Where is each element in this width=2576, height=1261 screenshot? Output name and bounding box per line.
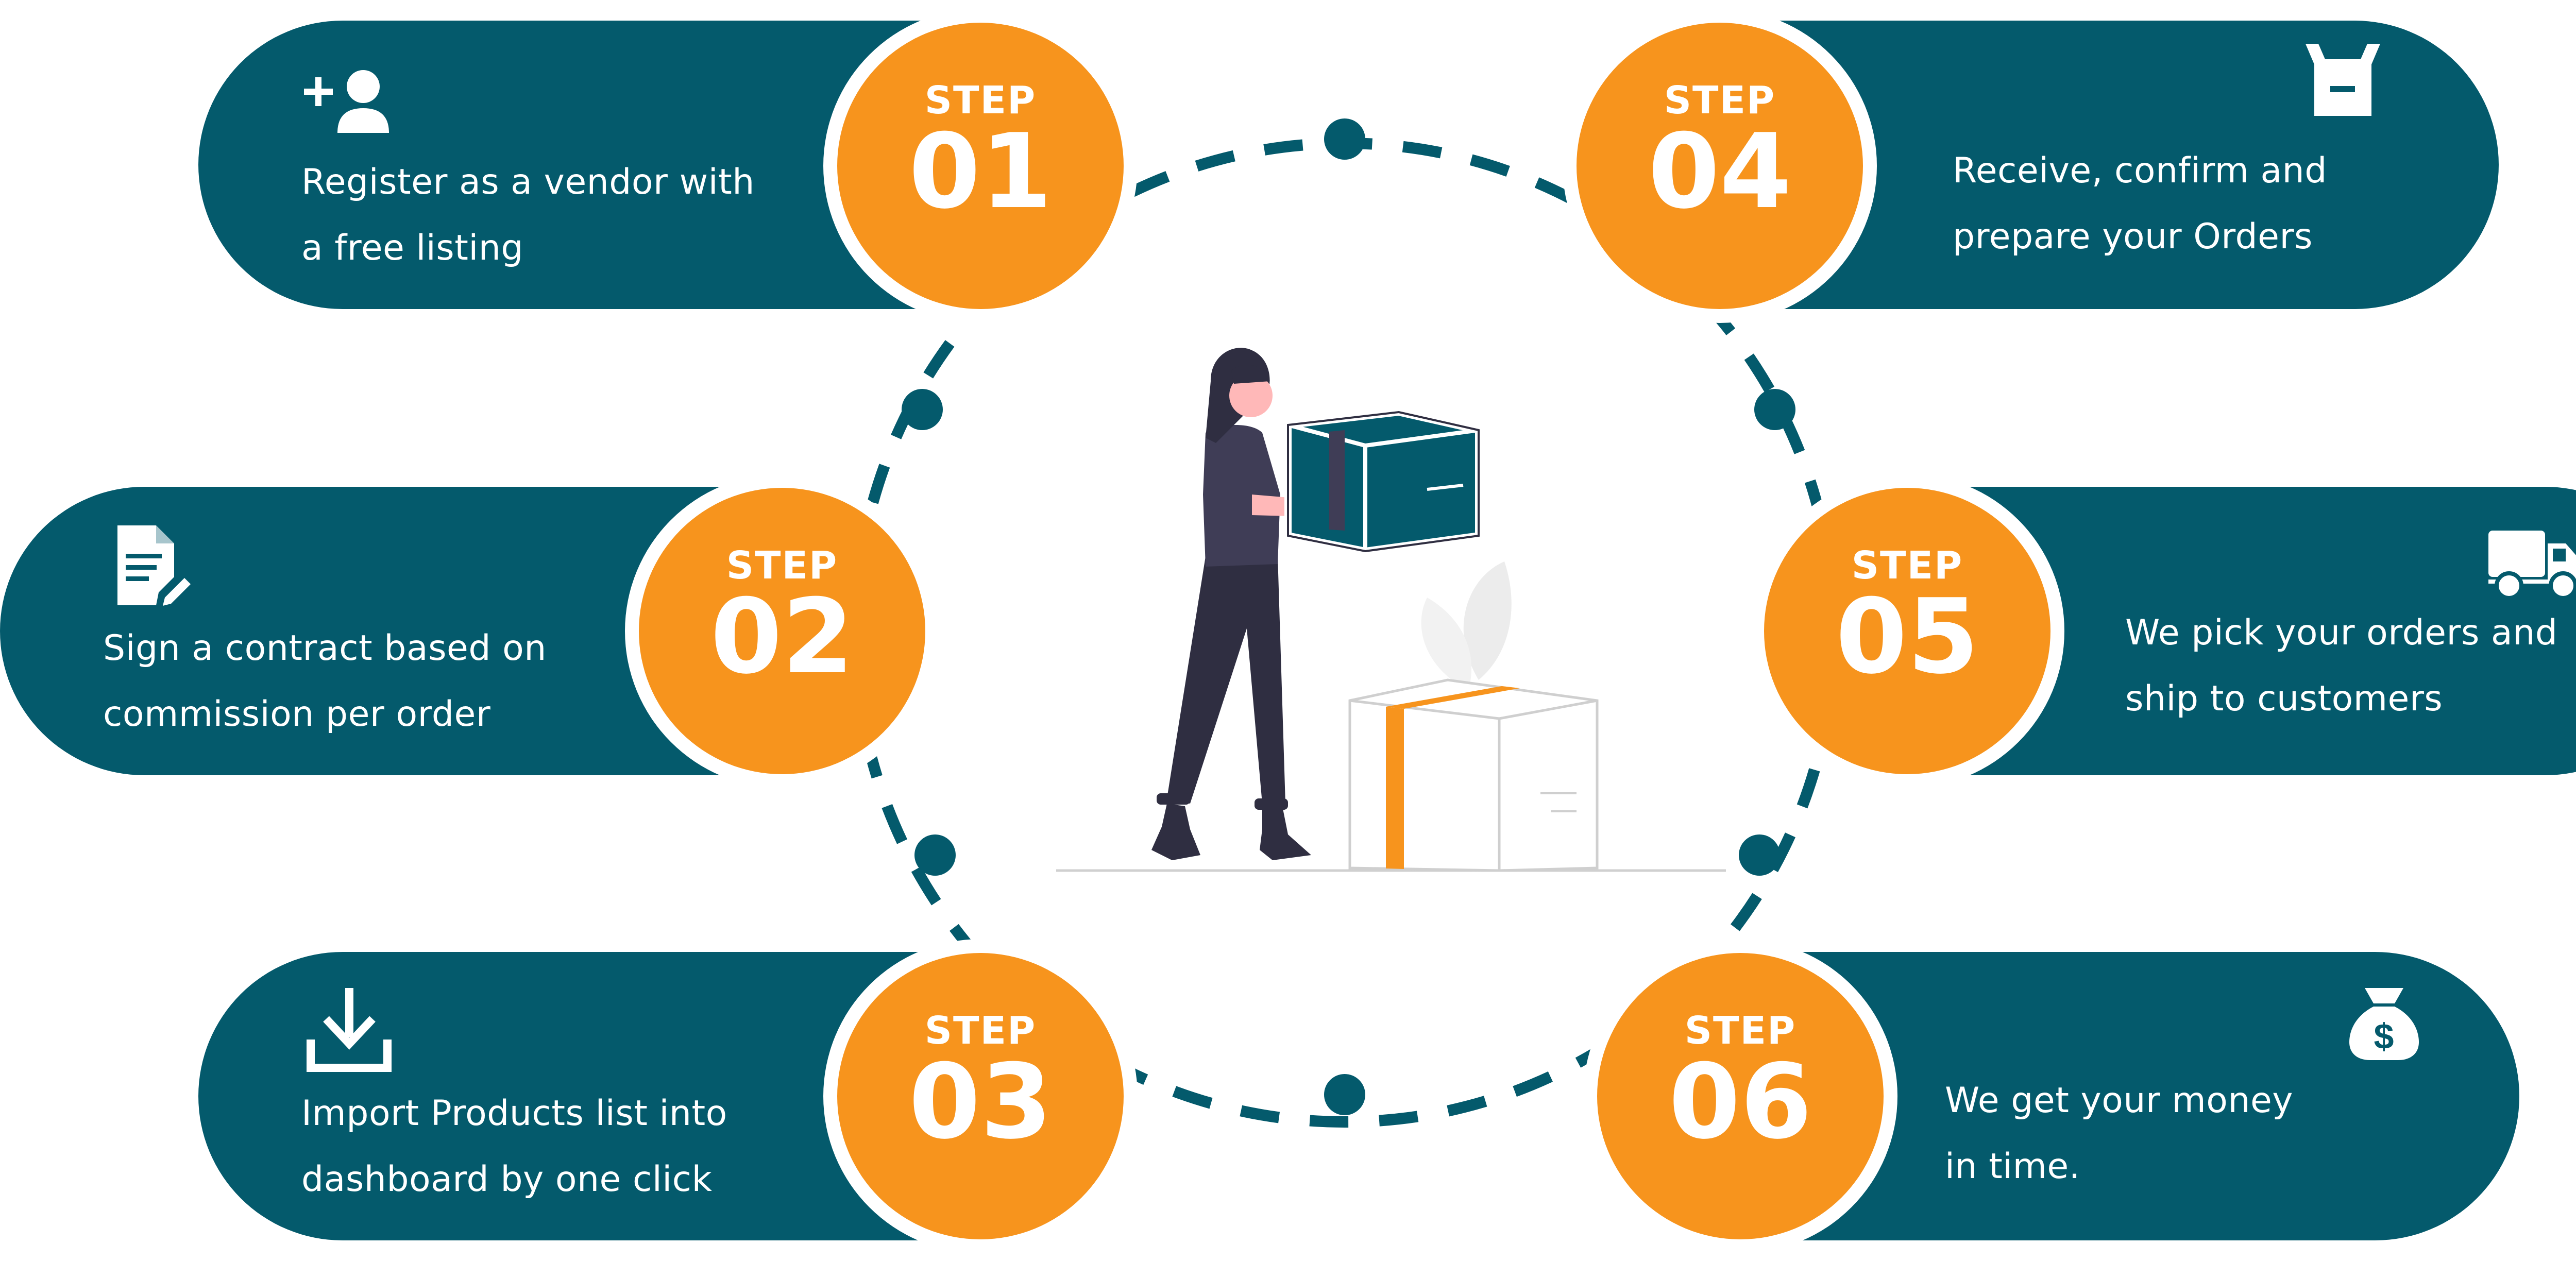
add-user-icon bbox=[304, 70, 389, 133]
step-04-description: Receive, confirm and prepare your Orders bbox=[1953, 138, 2327, 270]
step-05-description: We pick your orders and ship to customer… bbox=[2125, 600, 2557, 732]
step-02-circle: STEP 02 bbox=[639, 488, 925, 774]
step-04-badge: STEP 04 bbox=[1563, 9, 1877, 323]
step-04-line-2: prepare your Orders bbox=[1953, 216, 2313, 257]
plant-leaf bbox=[1421, 598, 1472, 690]
ring-dot bbox=[914, 834, 956, 876]
step-03-badge: STEP 03 bbox=[823, 939, 1138, 1253]
step-05-badge: STEP 05 bbox=[1750, 474, 2064, 788]
step-06-line-2: in time. bbox=[1945, 1146, 2080, 1187]
step-03-label: STEP bbox=[924, 1009, 1037, 1053]
step-06-circle: STEP 06 bbox=[1597, 953, 1884, 1239]
step-05-line-1: We pick your orders and bbox=[2125, 612, 2558, 653]
step-04-line-1: Receive, confirm and bbox=[1953, 150, 2327, 191]
held-box bbox=[1284, 408, 1482, 555]
step-05-number: 05 bbox=[1835, 577, 1979, 697]
step-02-card: Sign a contract based on commission per … bbox=[0, 487, 747, 775]
delivery-person-illustration bbox=[1056, 348, 1726, 872]
step-05-line-2: ship to customers bbox=[2125, 678, 2443, 719]
shopping-bag-icon bbox=[2306, 44, 2380, 116]
money-bag-icon: $ bbox=[2349, 988, 2419, 1060]
step-04-number: 04 bbox=[1648, 112, 1792, 232]
step-01-circle: STEP 01 bbox=[837, 23, 1124, 309]
svg-text:$: $ bbox=[2374, 1016, 2394, 1056]
step-04-circle: STEP 04 bbox=[1577, 23, 1863, 309]
step-02-line-1: Sign a contract based on bbox=[103, 628, 547, 669]
step-05-label: STEP bbox=[1851, 543, 1963, 588]
step-01-badge: STEP 01 bbox=[823, 9, 1138, 323]
step-02-number: 02 bbox=[710, 577, 854, 697]
step-01-description: Register as a vendor with a free listing bbox=[301, 149, 755, 281]
step-02-label: STEP bbox=[726, 543, 838, 588]
step-06-line-1: We get your money bbox=[1945, 1080, 2294, 1121]
step-03-number: 03 bbox=[908, 1042, 1053, 1162]
step-01-line-1: Register as a vendor with bbox=[301, 162, 755, 202]
step-03-line-2: dashboard by one click bbox=[301, 1159, 713, 1200]
step-02-description: Sign a contract based on commission per … bbox=[103, 616, 547, 747]
step-06-number: 06 bbox=[1668, 1042, 1812, 1162]
floor-box bbox=[1348, 678, 1599, 872]
step-06-label: STEP bbox=[1684, 1009, 1797, 1053]
person bbox=[1151, 348, 1358, 860]
step-03-line-1: Import Products list into bbox=[301, 1093, 727, 1134]
ring-dot bbox=[1324, 118, 1365, 160]
ring-dot bbox=[1739, 834, 1780, 876]
step-01-label: STEP bbox=[924, 78, 1037, 123]
delivery-truck-icon bbox=[2488, 531, 2576, 600]
step-01-line-2: a free listing bbox=[301, 228, 524, 268]
step-01-number: 01 bbox=[908, 112, 1053, 232]
step-03-description: Import Products list into dashboard by o… bbox=[301, 1081, 727, 1213]
ring-dot bbox=[1754, 389, 1795, 430]
step-02-badge: STEP 02 bbox=[625, 474, 939, 788]
ring-dot bbox=[1324, 1074, 1365, 1115]
contract-document-icon bbox=[117, 525, 191, 606]
step-06-badge: STEP 06 bbox=[1583, 939, 1897, 1253]
download-icon bbox=[307, 988, 392, 1072]
step-04-label: STEP bbox=[1664, 78, 1776, 123]
step-06-description: We get your money in time. bbox=[1945, 1068, 2293, 1200]
step-05-circle: STEP 05 bbox=[1764, 488, 2050, 774]
step-02-line-2: commission per order bbox=[103, 694, 491, 735]
plant-leaf bbox=[1463, 561, 1512, 680]
ring-dot bbox=[902, 389, 943, 430]
step-03-circle: STEP 03 bbox=[837, 953, 1124, 1239]
